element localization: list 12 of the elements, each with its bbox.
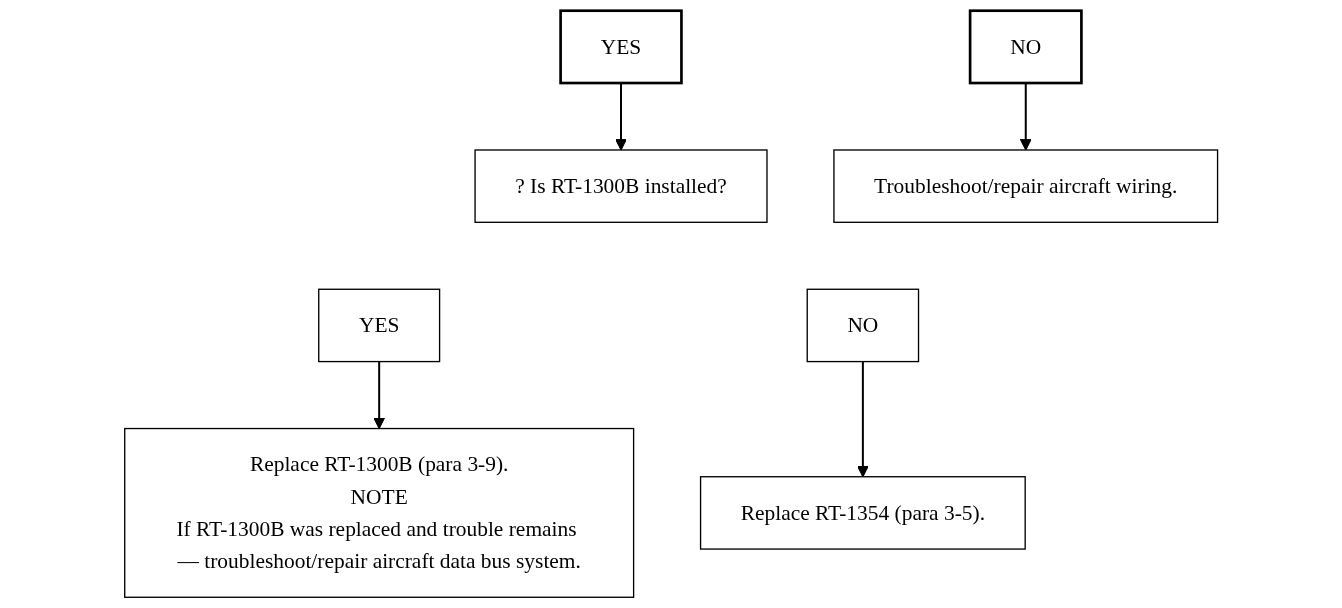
- node-box: ? Is RT-1300B installed?: [474, 149, 768, 223]
- arrow: [373, 361, 385, 430]
- node-box: Troubleshoot/repair aircraft wiring.: [833, 149, 1219, 223]
- arrow: [614, 83, 627, 151]
- node-box: YES: [559, 9, 683, 85]
- node-box: NO: [968, 9, 1083, 85]
- arrow: [1019, 83, 1032, 151]
- node-box: NO: [806, 288, 920, 363]
- node-box: YES: [317, 288, 441, 363]
- arrow: [856, 361, 869, 478]
- node-box: Replace RT-1354 (para 3-5).: [699, 476, 1026, 550]
- node-box: Replace RT-1300B (para 3-9). NOTE If RT-1300B was replaced and trouble remains — troubleshoot/repair aircraft data bus system.: [123, 427, 635, 598]
